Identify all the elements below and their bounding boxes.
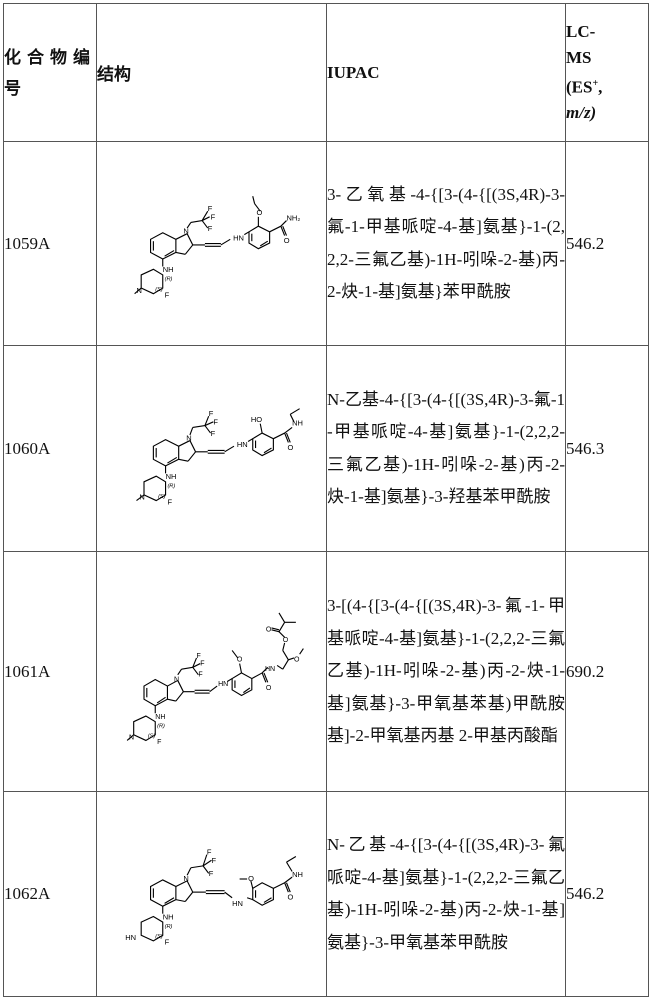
svg-text:(S): (S)	[158, 493, 166, 499]
header-iupac: IUPAC	[326, 3, 566, 142]
svg-text:F: F	[209, 409, 214, 418]
compound-id: 1062A	[3, 791, 97, 997]
svg-text:N: N	[183, 226, 188, 235]
svg-text:F: F	[207, 848, 212, 857]
svg-text:N: N	[183, 874, 188, 883]
svg-text:N: N	[137, 285, 142, 294]
svg-text:HN: HN	[233, 233, 244, 242]
svg-text:F: F	[211, 428, 216, 437]
header-lcms-line3: (ES	[566, 77, 593, 97]
header-lcms-comma: ,	[598, 77, 603, 97]
svg-text:NH: NH	[155, 713, 165, 720]
svg-text:NH: NH	[163, 265, 174, 274]
svg-text:F: F	[165, 938, 170, 947]
svg-text:NH₂: NH₂	[287, 213, 301, 222]
header-row: 化合物编号 结构 IUPAC LC- MS (ES+, m/z)	[3, 3, 649, 142]
svg-text:F: F	[200, 660, 204, 667]
header-lcms-line1: LC-	[566, 21, 596, 41]
svg-text:(R): (R)	[157, 723, 165, 729]
svg-text:(R): (R)	[165, 276, 173, 282]
svg-text:F: F	[198, 671, 202, 678]
svg-text:O: O	[257, 207, 263, 216]
iupac-name: N-乙基-4-{[3-(4-{[(3S,4R)-3-氟-1-甲基哌啶-4-基]氨…	[326, 345, 566, 552]
iupac-name: 3-[(4-{[3-(4-{[(3S,4R)-3-氟-1-甲基哌啶-4-基]氨基…	[326, 551, 566, 792]
svg-text:O: O	[284, 236, 290, 245]
svg-text:O: O	[287, 893, 293, 902]
svg-text:F: F	[208, 204, 213, 213]
header-compound-id: 化合物编号	[3, 3, 97, 142]
svg-text:(S): (S)	[148, 733, 156, 739]
svg-text:N: N	[174, 676, 179, 683]
svg-text:(R): (R)	[165, 924, 173, 930]
svg-text:HN: HN	[232, 899, 243, 908]
svg-text:N: N	[139, 492, 144, 501]
svg-text:(S): (S)	[155, 934, 163, 940]
svg-text:O: O	[248, 874, 254, 883]
svg-text:F: F	[212, 856, 217, 865]
lcms-value: 690.2	[565, 551, 649, 792]
header-lcms: LC- MS (ES+, m/z)	[565, 3, 649, 142]
chemical-structure-1059A-icon: N FFF HN O NH₂ O NH N (R) (S) F	[134, 195, 301, 299]
iupac-name: N-乙基-4-{[3-(4-{[(3S,4R)-3-氟哌啶-4-基]氨基}-1-…	[326, 791, 566, 997]
svg-text:F: F	[197, 652, 201, 659]
table-row: 1061A	[3, 551, 649, 792]
svg-text:(R): (R)	[167, 483, 175, 489]
svg-text:NH: NH	[292, 418, 303, 427]
compound-data-table: 化合物编号 结构 IUPAC LC- MS (ES+, m/z) 1059A	[3, 3, 649, 997]
svg-text:NH: NH	[292, 870, 303, 879]
svg-text:F: F	[208, 223, 213, 232]
svg-text:HN: HN	[125, 933, 136, 942]
chemical-structure-1061A-icon: N FFF HN O HN O O O O NH N (R) (S) F	[126, 612, 304, 746]
svg-text:F: F	[165, 290, 170, 299]
svg-text:(S): (S)	[155, 286, 163, 292]
svg-text:NH: NH	[166, 472, 177, 481]
header-lcms-line4: m/z)	[566, 103, 597, 123]
iupac-name: 3-乙氧基-4-{[3-(4-{[(3S,4R)-3-氟-1-甲基哌啶-4-基]…	[326, 141, 566, 346]
svg-text:HN: HN	[237, 440, 248, 449]
compound-id: 1059A	[3, 141, 97, 346]
table-row: 1059A	[3, 141, 649, 346]
lcms-value: 546.2	[565, 141, 649, 346]
svg-text:F: F	[209, 869, 214, 878]
svg-text:F: F	[167, 497, 172, 506]
table-row: 1062A	[3, 791, 649, 997]
svg-text:O: O	[283, 637, 289, 644]
svg-text:N: N	[129, 734, 134, 741]
compound-id: 1061A	[3, 551, 97, 792]
svg-text:O: O	[294, 656, 300, 663]
chemical-structure-1060A-icon: N FFF HN HO NH O NH N (R) (S) F	[136, 407, 303, 506]
table-row: 1060A	[3, 345, 649, 552]
compound-id: 1060A	[3, 345, 97, 552]
svg-text:F: F	[211, 212, 216, 221]
svg-text:N: N	[186, 433, 191, 442]
header-structure: 结构	[96, 3, 327, 142]
svg-text:O: O	[237, 656, 243, 663]
svg-text:NH: NH	[163, 912, 174, 921]
svg-text:F: F	[213, 417, 218, 426]
svg-text:F: F	[157, 739, 161, 746]
svg-text:O: O	[287, 442, 293, 451]
svg-text:O: O	[266, 626, 272, 633]
svg-text:O: O	[266, 684, 272, 691]
chemical-structure-1062A-icon: N FFF HN O NH O NH HN (R) (S) F	[125, 848, 303, 947]
svg-text:HO: HO	[251, 414, 262, 423]
svg-text:HN: HN	[218, 681, 228, 688]
lcms-value: 546.2	[565, 791, 649, 997]
header-lcms-sup: +	[592, 77, 599, 89]
svg-text:HN: HN	[265, 666, 275, 673]
lcms-value: 546.3	[565, 345, 649, 552]
header-lcms-line2: MS	[566, 47, 592, 67]
